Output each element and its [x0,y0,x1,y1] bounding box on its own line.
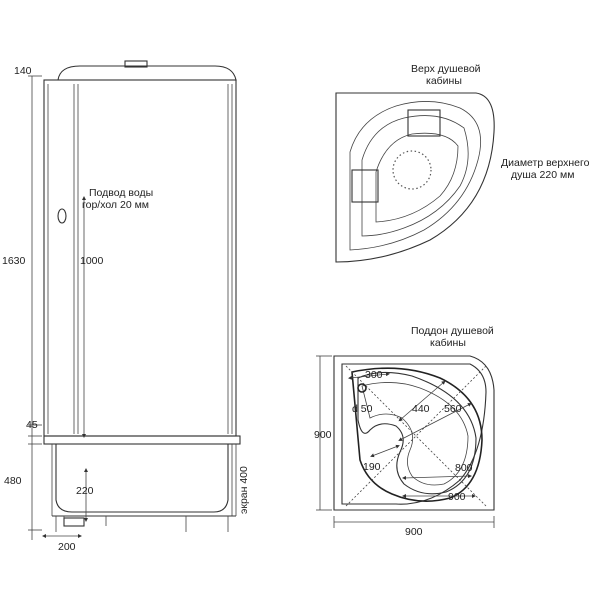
shower-diameter-label-1: Диаметр верхнего [501,157,590,169]
tray-dim-190: 190 [363,461,381,473]
dim-top-140: 140 [14,65,32,77]
cabin-body [43,79,237,437]
cabin-top-cap [57,65,237,81]
dim-inner-1000: 1000 [80,255,104,267]
top-view: Верх душевой кабины Диаметр верхнего душ… [335,63,590,263]
tray-drain [357,383,367,393]
tray-dim-900-inner: 900 [448,491,466,503]
tray-seat [357,371,477,495]
tray-dim-440: 440 [412,403,430,415]
door-handle [57,208,67,224]
cabin-base-ledge [43,435,241,445]
dim-height-1630: 1630 [2,255,26,267]
tray-dim-d50: d 50 [352,403,373,415]
tray-tub [55,444,229,513]
top-outer-outline [335,92,495,263]
tray-basin [351,367,483,502]
drain-fitting [63,517,85,527]
water-supply-label-2: гор/хол 20 мм [82,199,149,211]
overhead-shower-circle [392,150,432,190]
top-vent [124,60,148,68]
tray-view-title-1: Поддон душевой [411,325,494,337]
dim-220: 220 [76,485,94,497]
tray-outer-outline [333,355,495,511]
dim-200: 200 [58,541,76,553]
front-view: 140 1630 1000 45 480 220 200 Подвод воды… [2,60,250,553]
shower-diameter-label-2: душа 220 мм [511,169,574,181]
tray-dim-800: 800 [455,462,473,474]
water-supply-label-1: Подвод воды [89,187,153,199]
tray-dim-560: 560 [444,403,462,415]
screen-label: экран 400 [238,466,250,514]
tray-dim-300: 300 [365,369,383,381]
tray-dim-side-900: 900 [314,429,332,441]
dim-480: 480 [4,475,22,487]
top-lamp-1 [407,109,441,137]
tray-view: Поддон душевой кабины 300 d 50 440 560 1… [314,325,495,538]
top-lamp-2 [351,169,379,203]
tray-view-title-2: кабины [430,337,466,349]
top-inner-outline [349,101,481,251]
dim-45: 45 [26,419,38,431]
top-view-title-1: Верх душевой [411,63,481,75]
top-view-title-2: кабины [426,75,462,87]
tray-dim-bottom-900: 900 [405,526,423,538]
